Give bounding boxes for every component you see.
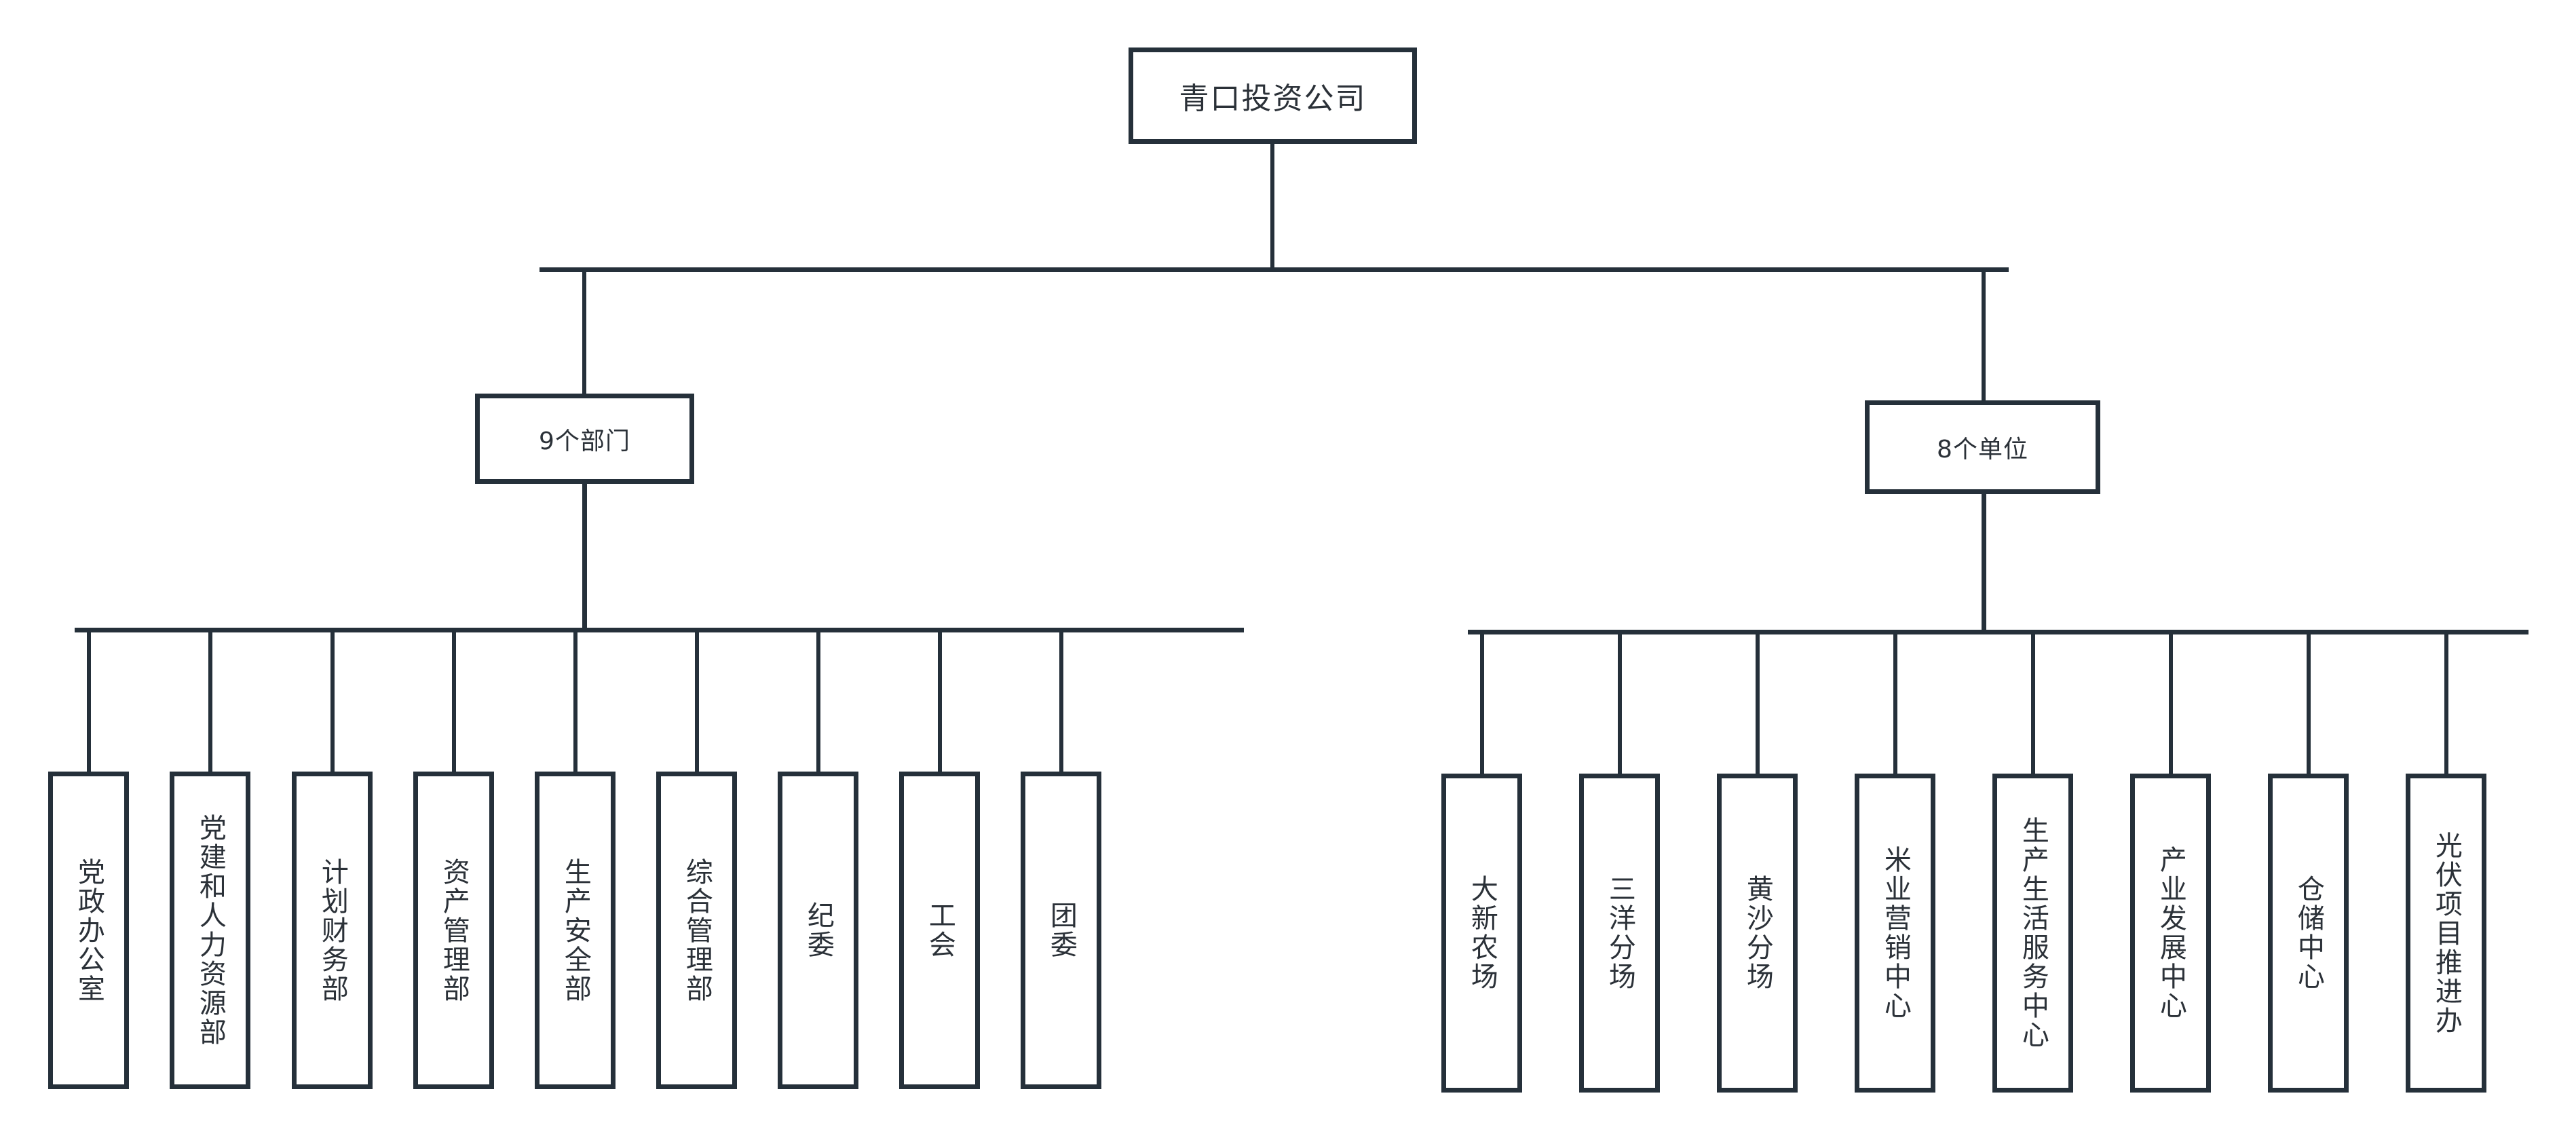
connector-drop-department-2 <box>208 628 212 772</box>
connector-drop-department-7 <box>816 628 820 772</box>
connector-drop-department-6 <box>694 628 699 772</box>
connector-drop-unit-6 <box>2168 630 2173 774</box>
node-unit-8-label: 光伏项目推进办 <box>2430 831 2462 1036</box>
node-department-9-label: 团委 <box>1045 901 1077 960</box>
connector-drop-units <box>1982 267 1986 403</box>
node-department-2[interactable]: 党建和人力资源部 <box>170 772 250 1089</box>
connector-drop-unit-4 <box>1893 630 1897 774</box>
node-department-9[interactable]: 团委 <box>1021 772 1101 1089</box>
node-unit-7[interactable]: 仓储中心 <box>2268 774 2349 1093</box>
connector-drop-department-4 <box>451 628 456 772</box>
node-unit-2[interactable]: 三洋分场 <box>1579 774 1660 1093</box>
connector-drop-department-3 <box>330 628 335 772</box>
node-department-7-label: 纪委 <box>802 901 834 960</box>
node-unit-4-label: 米业营销中心 <box>1879 846 1911 1021</box>
node-group-departments[interactable]: 9个部门 <box>475 394 694 484</box>
connector-drop-departments <box>582 267 586 396</box>
node-group-units-label: 8个单位 <box>1937 436 2028 463</box>
node-unit-8[interactable]: 光伏项目推进办 <box>2406 774 2486 1093</box>
connector-root-stem <box>1270 144 1274 271</box>
node-department-6-label: 综合管理部 <box>681 857 713 1004</box>
node-unit-5[interactable]: 生产生活服务中心 <box>1992 774 2073 1093</box>
node-root-company[interactable]: 青口投资公司 <box>1129 48 1417 144</box>
connector-departments-stem <box>582 484 587 630</box>
connector-drop-unit-1 <box>1479 630 1484 774</box>
connector-level1-bus <box>539 267 2009 272</box>
node-department-1-label: 党政办公室 <box>73 857 105 1004</box>
connector-drop-unit-7 <box>2306 630 2311 774</box>
connector-drop-department-8 <box>937 628 942 772</box>
connector-drop-unit-5 <box>2030 630 2035 774</box>
node-root-label: 青口投资公司 <box>1179 81 1367 116</box>
node-department-7[interactable]: 纪委 <box>778 772 858 1089</box>
node-department-3-label: 计划财务部 <box>316 857 348 1004</box>
connector-units-stem <box>1982 494 1986 632</box>
node-department-2-label: 党建和人力资源部 <box>194 814 226 1047</box>
node-unit-4[interactable]: 米业营销中心 <box>1855 774 1935 1093</box>
node-unit-1-label: 大新农场 <box>1466 875 1498 991</box>
connector-drop-unit-2 <box>1617 630 1622 774</box>
connector-drop-unit-3 <box>1755 630 1760 774</box>
node-department-5-label: 生产安全部 <box>559 857 591 1004</box>
node-unit-6[interactable]: 产业发展中心 <box>2130 774 2211 1093</box>
node-department-4[interactable]: 资产管理部 <box>413 772 494 1089</box>
node-unit-7-label: 仓储中心 <box>2292 875 2324 991</box>
connector-units-bus <box>1468 630 2528 634</box>
connector-drop-department-1 <box>86 628 91 772</box>
node-department-5[interactable]: 生产安全部 <box>535 772 615 1089</box>
node-unit-5-label: 生产生活服务中心 <box>2017 816 2049 1050</box>
connector-drop-department-5 <box>573 628 577 772</box>
node-department-8[interactable]: 工会 <box>899 772 980 1089</box>
node-group-departments-label: 9个部门 <box>539 427 630 455</box>
node-department-3[interactable]: 计划财务部 <box>292 772 373 1089</box>
node-unit-3[interactable]: 黄沙分场 <box>1717 774 1798 1093</box>
node-department-1[interactable]: 党政办公室 <box>48 772 129 1089</box>
node-group-units[interactable]: 8个单位 <box>1865 400 2100 494</box>
connector-drop-unit-8 <box>2444 630 2448 774</box>
node-unit-3-label: 黄沙分场 <box>1741 875 1773 991</box>
connector-drop-department-9 <box>1059 628 1063 772</box>
node-unit-1[interactable]: 大新农场 <box>1441 774 1522 1093</box>
node-department-4-label: 资产管理部 <box>438 857 470 1004</box>
node-department-6[interactable]: 综合管理部 <box>656 772 737 1089</box>
node-unit-6-label: 产业发展中心 <box>2155 846 2186 1021</box>
connector-departments-bus <box>75 628 1244 632</box>
node-department-8-label: 工会 <box>924 901 955 960</box>
node-unit-2-label: 三洋分场 <box>1604 875 1635 991</box>
